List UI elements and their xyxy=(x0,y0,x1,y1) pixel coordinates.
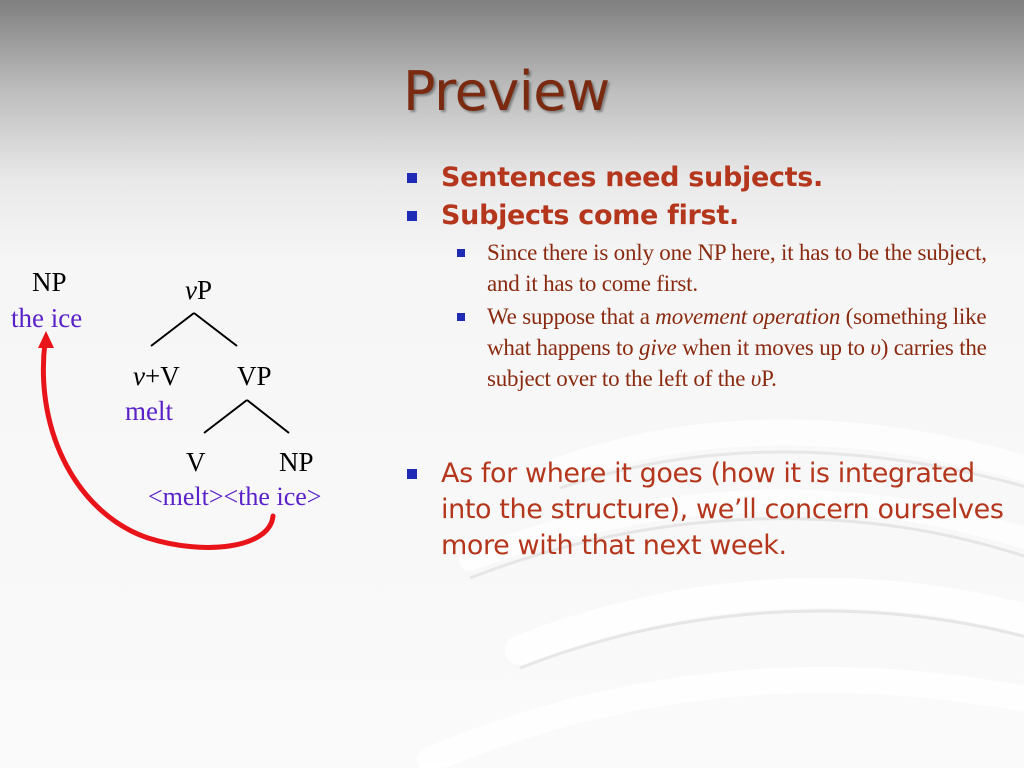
tree-traces: <melt><the ice> xyxy=(148,482,321,512)
tree-word-melt: melt xyxy=(125,396,173,426)
bullet-item: Sentences need subjects. xyxy=(404,160,1014,196)
bullet-text: Subjects come first. xyxy=(441,200,739,231)
tree-node-vp-root: vP xyxy=(185,275,212,305)
sub-bullet-text-part: ) carries the subject over to the left o… xyxy=(487,335,987,391)
tree-node-np-trace: NP xyxy=(279,447,314,477)
bullet-square-icon xyxy=(407,469,417,479)
sub-bullet-text: We suppose that a movement operation (so… xyxy=(487,304,987,391)
tree-word-the-ice: the ice xyxy=(11,303,83,333)
bullet-square-icon xyxy=(407,173,417,183)
bullet-list: Sentences need subjects. Subjects come f… xyxy=(404,160,1014,564)
movement-arrowhead xyxy=(38,331,54,348)
trace-the-ice: <the ice> xyxy=(223,482,322,511)
sub-bullet-text-part: (something like what happens to xyxy=(487,304,987,360)
tree-node-v: V xyxy=(186,447,206,477)
sub-bullet-text: Since there is only one NP here, it has … xyxy=(487,240,987,296)
tree-branch-vp-right xyxy=(193,312,238,347)
sub-bullet-italic-term: movement operation xyxy=(655,304,841,329)
sub-bullet-square-icon xyxy=(457,313,465,321)
sub-bullet-text-part: We suppose that a xyxy=(487,304,656,329)
bullet-item: Subjects come first. xyxy=(404,198,1014,234)
slide-title: Preview xyxy=(403,60,610,123)
sub-bullet-italic-term: υ xyxy=(870,335,881,360)
bullet-text: Sentences need subjects. xyxy=(441,162,824,193)
tree-root-p: P xyxy=(196,275,213,305)
sub-bullet-square-icon xyxy=(457,249,465,257)
sub-bullet-text-part: P. xyxy=(761,366,777,391)
tree-branch-vp-left xyxy=(150,312,195,347)
tree-node-vp: VP xyxy=(237,361,272,391)
bullet-square-icon xyxy=(407,211,417,221)
sub-bullet-text-part: when it moves up to xyxy=(676,335,871,360)
tree-branch-lower-right xyxy=(246,399,290,434)
sub-bullet-italic-term: υ xyxy=(750,366,762,391)
sub-bullet-italic-term: give xyxy=(639,335,677,360)
tree-node-np-moved: NP xyxy=(32,267,67,297)
tree-plus-v: +V xyxy=(144,361,180,391)
tree-branch-lower-left xyxy=(203,399,248,434)
bullet-item: As for where it goes (how it is integrat… xyxy=(404,456,1021,564)
tree-node-v-plus-v: v+V xyxy=(133,361,180,391)
tree-v-italic: v xyxy=(133,361,145,391)
sub-bullet-item: Since there is only one NP here, it has … xyxy=(449,237,1014,299)
trace-melt: <melt> xyxy=(148,482,224,511)
sub-bullet-item: We suppose that a movement operation (so… xyxy=(449,301,1014,394)
tree-root-v-italic: v xyxy=(185,275,197,305)
movement-arrow xyxy=(40,339,276,550)
bullet-text: As for where it goes (how it is integrat… xyxy=(441,458,1004,561)
